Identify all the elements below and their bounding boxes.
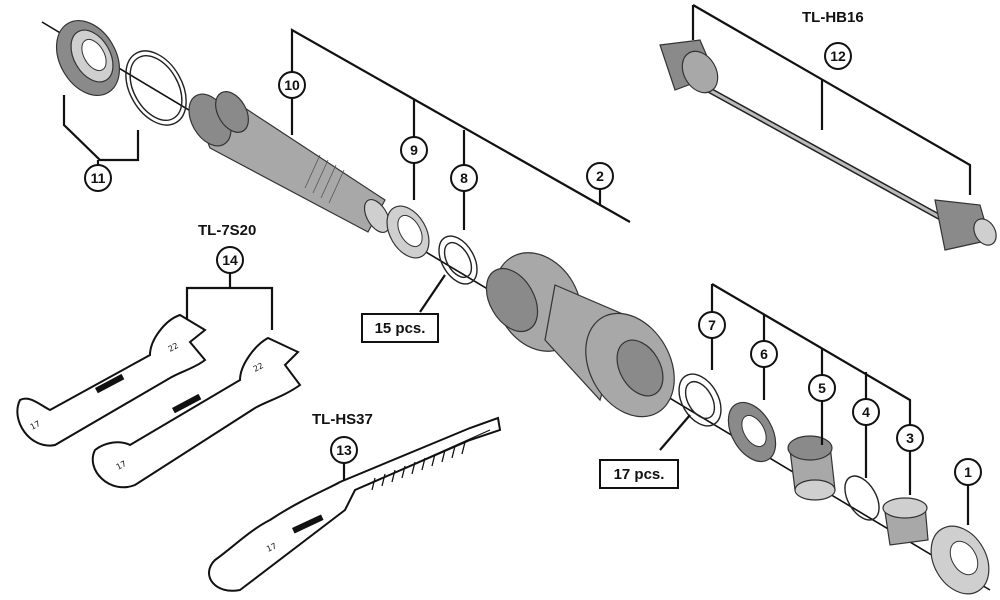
callout-12: 12: [824, 42, 852, 70]
hub-spanner: [208, 416, 502, 592]
callout-11-label: 11: [91, 170, 106, 186]
callout-14-label: 14: [222, 252, 238, 268]
part-10-axle-body: [188, 91, 391, 233]
callout-5-label: 5: [818, 380, 826, 396]
callout-4-label: 4: [862, 404, 870, 420]
callout-14: 14: [216, 246, 244, 274]
part-2-hub-shell: [485, 252, 675, 418]
tool-label-tl-7s20: TL-7S20: [198, 222, 256, 239]
part-8-ball-retainer: [438, 235, 478, 285]
callout-3: 3: [896, 424, 924, 452]
callout-9: 9: [400, 136, 428, 164]
wrench-b-right-size: 22: [252, 361, 265, 374]
callout-7: 7: [698, 311, 726, 339]
tool-tl-7s20-graphic: 17 22 17 22: [16, 313, 302, 489]
callout-3-label: 3: [906, 430, 914, 446]
part-1-lock-nut: [930, 525, 990, 595]
qty-box-15: 15 pcs.: [361, 313, 439, 343]
qty-15-label: 15 pcs.: [375, 320, 426, 337]
leader-lines: [62, 4, 972, 525]
tool-tl-hb16-graphic: [659, 39, 997, 251]
tool-label-tl-hs37: TL-HS37: [312, 411, 373, 428]
callout-8: 8: [450, 164, 478, 192]
part-7-ball-retainer: [678, 373, 722, 427]
tool-tl-hs37-graphic: 17: [208, 416, 502, 592]
qty-17-label: 17 pcs.: [614, 466, 665, 483]
cone-wrench-b: [91, 336, 302, 489]
callout-10: 10: [278, 71, 306, 99]
part-11-lockring: [55, 20, 187, 126]
callout-13: 13: [330, 436, 358, 464]
part-4-o-ring: [844, 475, 880, 521]
part-3-dust-cap: [882, 497, 929, 546]
wrench-a-right-size: 22: [167, 341, 180, 354]
callout-12-label: 12: [830, 48, 846, 64]
callout-9-label: 9: [410, 142, 418, 158]
callout-6-label: 6: [760, 346, 768, 362]
wrench-a-left-size: 17: [29, 419, 42, 432]
hs37-size-mark: 17: [265, 541, 278, 553]
callout-5: 5: [808, 374, 836, 402]
callout-1: 1: [954, 458, 982, 486]
callout-13-label: 13: [336, 442, 352, 458]
callout-7-label: 7: [708, 317, 716, 333]
tool-label-tl-hb16: TL-HB16: [802, 9, 864, 26]
callout-4: 4: [852, 398, 880, 426]
callout-11: 11: [84, 164, 112, 192]
callout-10-label: 10: [284, 77, 300, 93]
callout-2: 2: [586, 162, 614, 190]
callout-8-label: 8: [460, 170, 468, 186]
callout-6: 6: [750, 340, 778, 368]
callout-2-label: 2: [596, 168, 604, 184]
wrench-b-left-size: 17: [115, 459, 128, 472]
part-5-cone: [787, 435, 836, 501]
part-9-washer: [386, 205, 430, 259]
callout-1-label: 1: [964, 464, 972, 480]
qty-box-17: 17 pcs.: [599, 459, 679, 489]
part-6-washer: [727, 401, 777, 463]
